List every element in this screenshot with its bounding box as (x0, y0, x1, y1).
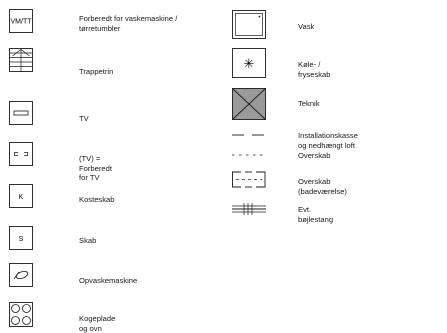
dishwasher-icon (9, 263, 33, 287)
legend-label: Evt. bøjlestang (298, 205, 334, 224)
vm-tt-box-icon: VM/TT (9, 9, 33, 33)
legend-label: Forberedt for vaskemaskine / tørretumble… (79, 14, 178, 33)
legend-label: Overskab (badeværelse) (298, 177, 347, 196)
legend-label: Installationskasse og nedhængt loft (298, 131, 358, 150)
legend-label: Kosteskab (79, 195, 115, 204)
legend-label: TV (79, 114, 89, 123)
legend-label: Opvaskemaskine (79, 276, 138, 285)
fridge-freezer-icon: ✳ (232, 48, 266, 78)
technical-icon (232, 88, 266, 120)
legend-label: Kogeplade og ovn (79, 314, 116, 333)
stairs-icon (9, 48, 33, 72)
cabinet-icon: S (9, 226, 33, 250)
clothes-rail-icon (232, 203, 266, 215)
legend-label: Køle- / fryseskab (298, 60, 331, 79)
bathroom-overhead-cabinet-icon (232, 170, 266, 190)
legend-label: Trappetrin (79, 67, 114, 76)
legend-label: Overskab (298, 151, 331, 160)
cabinet-symbol-text: S (19, 236, 24, 243)
dashed-line-long-icon (232, 133, 266, 137)
dashed-line-short-icon (232, 153, 266, 157)
sink-icon (232, 10, 266, 39)
hob-oven-icon (9, 302, 33, 327)
broom-closet-icon: K (9, 184, 33, 208)
legend-label: Teknik (298, 99, 320, 108)
tv-prepared-icon (9, 142, 33, 166)
legend-label: Vask (298, 22, 315, 31)
legend-label: (TV) = Forberedt for TV (79, 154, 112, 182)
vm-tt-symbol-text: VM/TT (11, 19, 33, 26)
snowflake-symbol-text: ✳ (244, 57, 255, 72)
tv-icon (9, 101, 33, 125)
legend-label: Skab (79, 236, 97, 245)
broom-closet-symbol-text: K (19, 194, 24, 201)
